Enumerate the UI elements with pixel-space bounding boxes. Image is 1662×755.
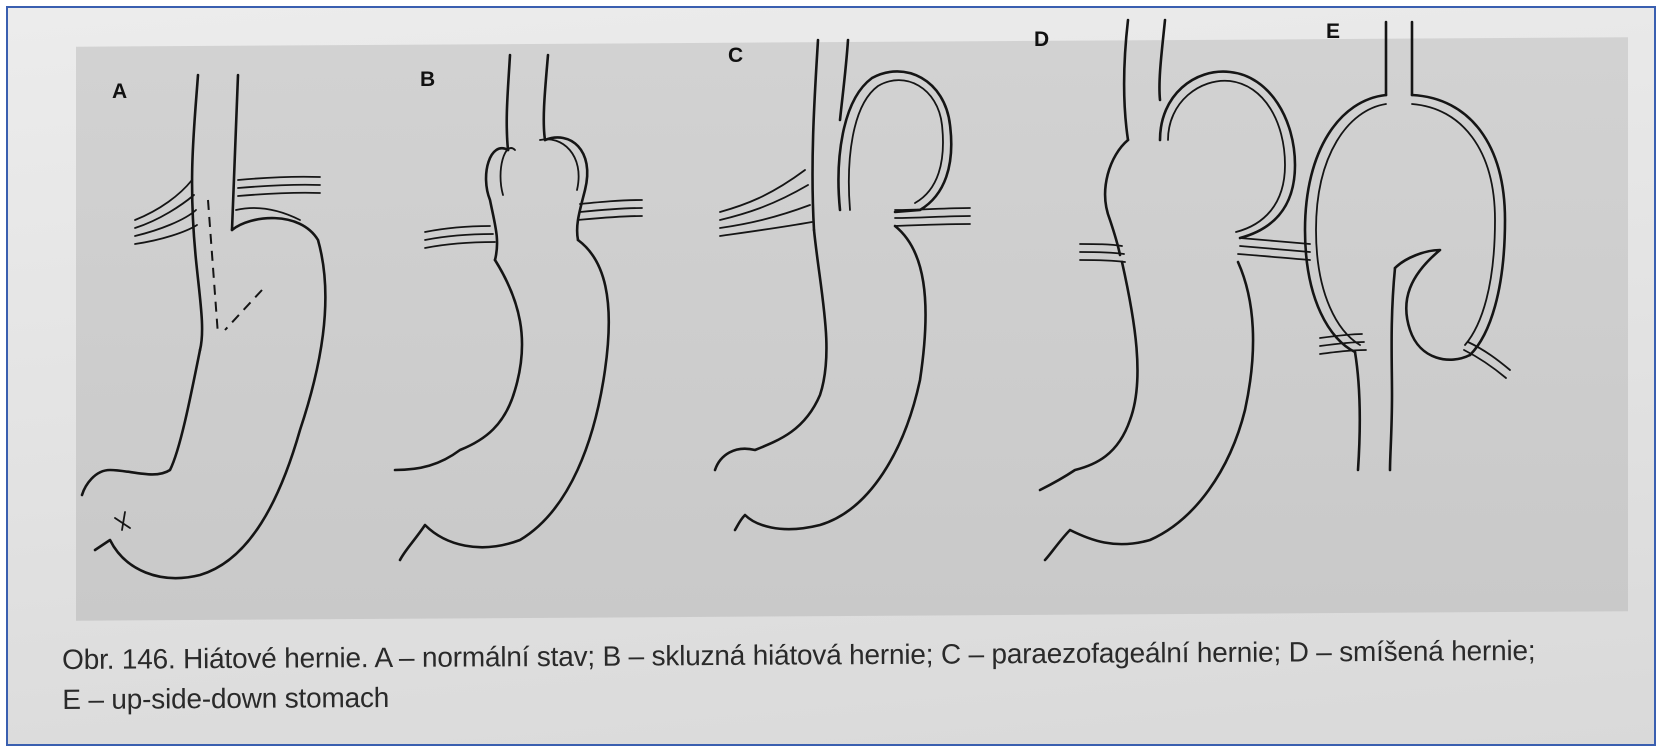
panel-a-esophagus (232, 75, 238, 230)
panel-a-stomach (82, 350, 200, 495)
panel-label-b: B (420, 68, 435, 91)
figure-caption: Obr. 146. Hiátové hernie. A – normální s… (62, 630, 1642, 720)
panel-c-esophagus (840, 40, 848, 120)
panel-e-diaphragm (1464, 342, 1510, 378)
panel-e-inverted-stomach (1412, 95, 1505, 355)
panel-e-inverted-stomach (1316, 104, 1386, 345)
panel-a-pylorus (115, 512, 130, 530)
panel-d-esophagus (1159, 20, 1165, 100)
panel-d-stomach (1045, 262, 1253, 560)
panel-e-inverted-stomach (1412, 104, 1495, 345)
panel-b-stomach (395, 260, 522, 470)
panel-b-diaphragm (578, 200, 642, 220)
panel-e-inverted-stomach (1355, 352, 1360, 470)
panel-d-esophagus (1124, 20, 1128, 140)
panel-c-esophagus (813, 40, 818, 230)
panel-c-herniated-fundus (849, 80, 943, 210)
panel-b-diaphragm (425, 226, 495, 248)
panel-label-a: A (112, 80, 127, 103)
panel-d-hernia-sac (1168, 81, 1285, 232)
panel-a-diaphragm (135, 180, 197, 244)
panel-label-c: C (728, 44, 743, 67)
panel-d-stomach (1040, 262, 1138, 490)
panel-a-drawing: A (82, 75, 325, 578)
panel-c-diaphragm (720, 170, 812, 236)
panel-b-stomach (400, 240, 609, 560)
panel-a-diaphragm (236, 177, 320, 220)
panel-b-esophagus (544, 55, 548, 140)
panel-e-drawing: E (1305, 20, 1510, 470)
panel-c-diaphragm (895, 208, 970, 226)
panel-d-drawing: D (1034, 20, 1310, 560)
panel-a-stomach (95, 218, 325, 578)
panel-b-esophagus (507, 55, 510, 150)
panel-e-inverted-stomach (1395, 250, 1470, 360)
panel-a-his-angle (225, 290, 262, 330)
panel-label-e: E (1326, 20, 1340, 43)
panel-e-inverted-stomach (1390, 268, 1395, 470)
panel-d-diaphragm (1238, 238, 1310, 260)
panel-c-stomach (735, 226, 926, 530)
panel-c-herniated-fundus (839, 71, 952, 212)
panel-c-stomach (715, 230, 826, 470)
panel-b-drawing: B (395, 55, 642, 560)
panel-d-hernia-sac (1160, 72, 1295, 238)
panel-b-hernia-sac (486, 148, 508, 260)
panel-b-hernia-sac (501, 139, 579, 195)
panel-d-hernia-sac (1105, 140, 1128, 255)
panel-c-drawing: C (715, 40, 970, 530)
panel-b-hernia-sac (545, 137, 587, 240)
panel-e-inverted-stomach (1305, 95, 1386, 352)
panel-label-d: D (1034, 28, 1049, 51)
panel-a-his-angle (208, 200, 218, 335)
